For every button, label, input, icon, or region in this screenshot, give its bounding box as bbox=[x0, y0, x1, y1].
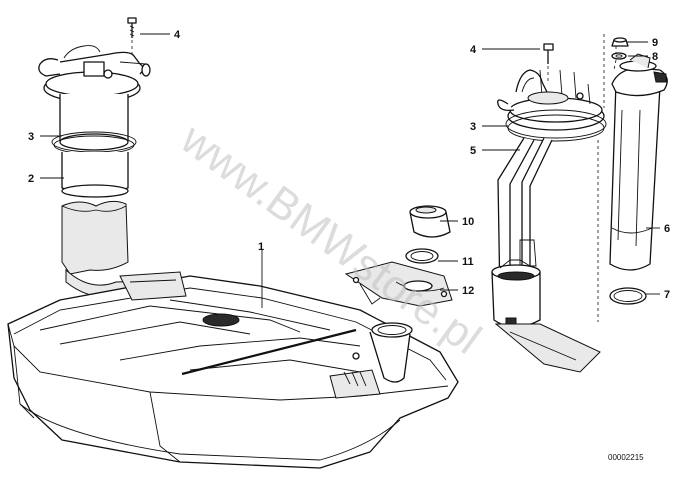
callout-6: 6 bbox=[664, 223, 670, 235]
callout-labels: 4 3 2 1 4 3 5 9 8 6 7 10 11 12 bbox=[28, 29, 670, 301]
callout-3-right: 3 bbox=[470, 121, 476, 133]
sender-lower-cylinder-2 bbox=[61, 152, 129, 198]
in-tank-pump-part-6 bbox=[609, 53, 668, 271]
callout-7: 7 bbox=[664, 289, 670, 301]
callout-4-right: 4 bbox=[470, 44, 477, 56]
leader-lines bbox=[40, 33, 660, 308]
bolt-part-4b bbox=[543, 43, 554, 84]
o-ring-part-7 bbox=[609, 287, 647, 305]
callout-8: 8 bbox=[652, 51, 658, 63]
sender-flange bbox=[38, 45, 151, 103]
pump-body bbox=[491, 259, 601, 373]
bracket-part-12 bbox=[344, 261, 453, 307]
part-number: 00002215 bbox=[608, 453, 644, 462]
right-pump-assembly bbox=[344, 34, 668, 373]
callout-2: 2 bbox=[28, 173, 34, 185]
left-sender-unit bbox=[38, 17, 187, 301]
callout-1: 1 bbox=[258, 241, 264, 253]
callout-9: 9 bbox=[652, 37, 658, 49]
callout-11: 11 bbox=[462, 256, 474, 268]
pump-flange bbox=[497, 69, 605, 131]
cap-part-10 bbox=[409, 205, 451, 238]
callout-4-left: 4 bbox=[174, 29, 181, 41]
fuel-tank-part-1 bbox=[7, 271, 459, 469]
washer-part-8 bbox=[611, 52, 627, 60]
callout-12: 12 bbox=[462, 285, 474, 297]
seal-ring-part-11 bbox=[405, 248, 439, 264]
callout-10: 10 bbox=[462, 216, 474, 228]
gasket-part-3b bbox=[505, 109, 607, 142]
callout-5: 5 bbox=[470, 145, 476, 157]
bolt-part-4a bbox=[127, 17, 137, 66]
callout-3-left: 3 bbox=[28, 131, 34, 143]
sender-cylinder bbox=[59, 94, 129, 151]
nut-part-9 bbox=[611, 37, 629, 47]
